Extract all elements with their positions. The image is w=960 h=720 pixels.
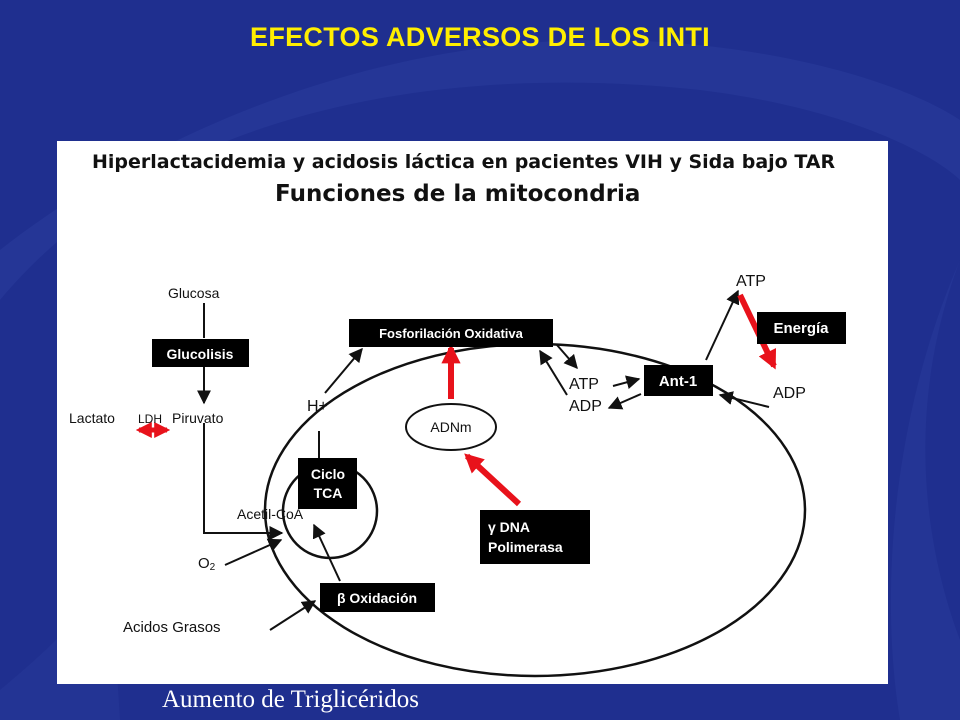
arrow-adp-fosforilacion <box>539 349 568 396</box>
fosforilacion-label: Fosforilación Oxidativa <box>379 326 524 341</box>
piruvato-label: Piruvato <box>172 410 224 426</box>
fosforilacion-box <box>349 319 553 347</box>
beta-oxidacion-box <box>320 583 435 612</box>
energia-label: Energía <box>773 320 829 337</box>
ant1-box <box>644 365 713 396</box>
arrow-hplus-fosforilacion <box>324 347 363 394</box>
acetil-coa-label: Acetil-CoA <box>237 506 304 522</box>
adnm-ellipse <box>405 403 497 451</box>
glucosa-label: Glucosa <box>168 285 220 301</box>
adp-outer-label: ADP <box>773 385 806 402</box>
adnm-label: ADNm <box>430 419 471 435</box>
arrow-betaox-tca <box>312 523 341 582</box>
beta-oxidacion-label: β Oxidación <box>337 590 417 606</box>
lactato-label: Lactato <box>69 410 115 426</box>
arrow-adp-outer-ant1 <box>718 391 770 408</box>
arrow-fosforilacion-atp <box>556 344 578 370</box>
glucolisis-box <box>152 339 249 367</box>
figure-heading: Hiperlactacidemia y acidosis láctica en … <box>92 151 836 173</box>
arrow-atp-ant1 <box>612 375 641 390</box>
energia-box <box>757 312 846 344</box>
atp-outer-label: ATP <box>736 273 766 290</box>
dna-polimerasa-label-2: Polimerasa <box>488 539 563 555</box>
ldh-label: LDH <box>138 412 162 426</box>
arrow-piruvato-acetilcoa <box>203 423 284 540</box>
arrow-acidosgrasos-betaox <box>269 600 317 631</box>
acidos-grasos-label: Acidos Grasos <box>123 619 221 636</box>
mitochondria-figure: Hiperlactacidemia y acidosis láctica en … <box>57 141 888 684</box>
hplus-label: H+ <box>307 398 328 415</box>
atp-inner-label: ATP <box>569 376 599 393</box>
arrow-ant1-atp-outer <box>705 289 740 361</box>
slide-title: EFECTOS ADVERSOS DE LOS INTI <box>250 22 710 52</box>
ciclo-tca-label-2: TCA <box>314 485 343 501</box>
ant1-label: Ant-1 <box>659 373 697 390</box>
footer-caption: Aumento de Triglicéridos <box>162 686 419 713</box>
glucolisis-label: Glucolisis <box>167 346 234 362</box>
o2-label: O2 <box>198 555 216 573</box>
dna-polimerasa-box <box>480 510 590 564</box>
adp-inner-label: ADP <box>569 398 602 415</box>
ciclo-tca-box <box>298 458 357 509</box>
arrow-o2-acetilcoa <box>224 538 283 566</box>
red-arrow-dnapol-adnm <box>464 453 522 507</box>
arrow-ant1-adp <box>607 393 642 410</box>
ciclo-tca-label-1: Ciclo <box>311 466 345 482</box>
mitochondria-diagram: Glucolisis Fosforilación Oxidativa Ciclo… <box>69 273 846 678</box>
figure-subheading: Funciones de la mitocondria <box>275 181 641 207</box>
dna-polimerasa-label-1: γ DNA <box>488 519 530 535</box>
